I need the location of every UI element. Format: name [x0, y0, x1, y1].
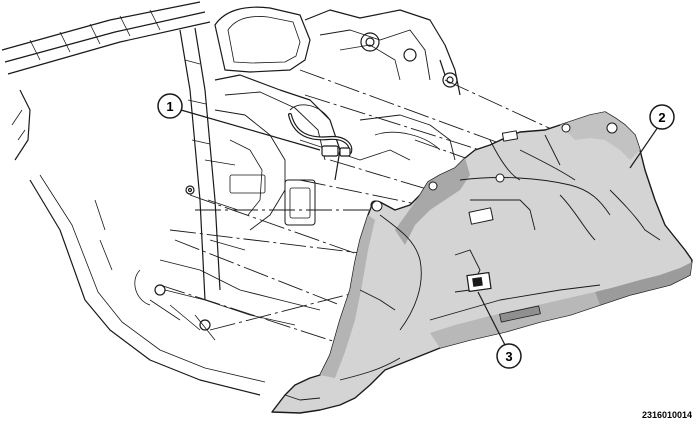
wire-harness	[288, 113, 353, 157]
figure-id-label: 2316010014	[641, 410, 692, 420]
callout-1: 1	[157, 93, 321, 151]
callout-3-number: 3	[505, 349, 512, 364]
callout-2: 2	[629, 104, 675, 169]
panel-switch-opening	[466, 271, 492, 293]
callout-2-number: 2	[658, 110, 665, 125]
vehicle-body-shell	[1, 1, 461, 396]
quarter-trim-panel	[271, 111, 693, 414]
callout-3: 3	[477, 291, 522, 369]
callout-1-number: 1	[166, 99, 173, 114]
